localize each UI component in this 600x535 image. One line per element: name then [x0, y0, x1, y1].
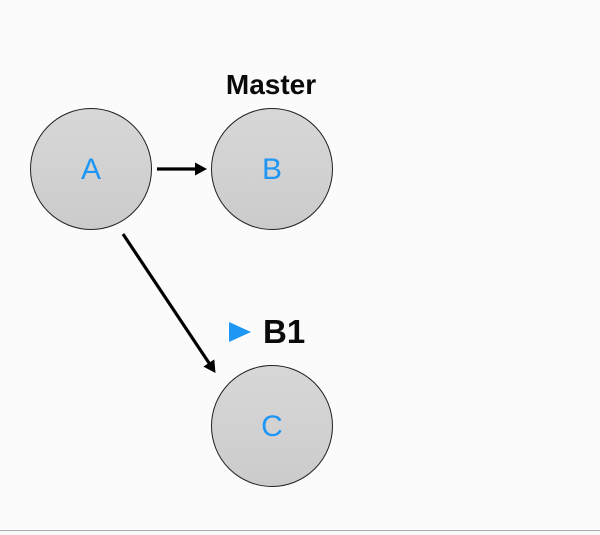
commit-node-c: C — [211, 365, 333, 487]
b1-branch-label: B1 — [229, 315, 305, 348]
commit-node-a-label: A — [80, 153, 101, 186]
commit-node-b: B — [211, 108, 333, 230]
commit-node-c-label: C — [261, 410, 283, 443]
b1-branch-label-text: B1 — [263, 313, 306, 350]
edge-a-to-b — [157, 162, 207, 176]
bottom-edge-divider — [0, 530, 600, 535]
edge-a-to-c-arrowhead-icon — [203, 359, 216, 373]
current-branch-triangle-icon — [229, 321, 251, 342]
master-branch-label-text: Master — [225, 69, 317, 100]
edge-a-to-c-line — [121, 233, 212, 366]
edge-a-to-b-arrowhead-icon — [195, 162, 207, 176]
commit-node-a: A — [30, 108, 152, 230]
commit-node-b-label: B — [261, 153, 282, 186]
master-branch-label: Master — [226, 71, 316, 99]
edge-a-to-c — [121, 233, 216, 373]
